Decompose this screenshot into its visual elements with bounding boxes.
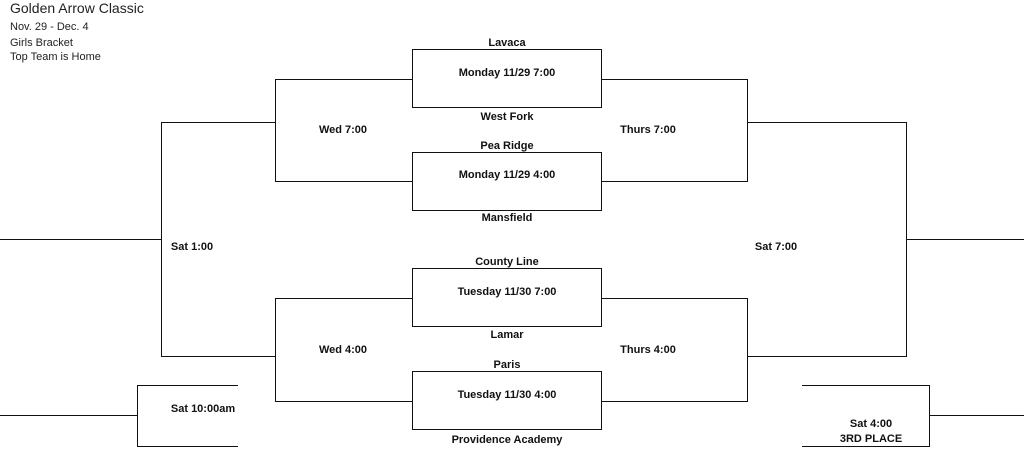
bracket-name: Girls Bracket [10,37,73,49]
connector-line [0,415,138,416]
connector-line [747,79,748,182]
page-title: Golden Arrow Classic [10,0,144,16]
game-box-1 [412,49,602,108]
game-box-4 [412,371,602,430]
game-time: Monday 11/29 4:00 [458,169,556,181]
connector-line [802,385,930,386]
round-time: Thurs 4:00 [620,344,676,356]
connector-line [275,298,276,402]
connector-line [929,385,930,447]
third-place-time: Sat 4:00 [849,418,893,430]
connector-line [137,385,238,386]
connector-line [275,79,413,80]
connector-line [137,446,238,447]
home-note: Top Team is Home [10,51,101,63]
connector-line [275,181,413,182]
connector-line [161,356,276,357]
connector-line [747,122,907,123]
connector-line [602,401,748,402]
connector-line [747,298,748,402]
round-time: Thurs 7:00 [620,124,676,136]
connector-line [275,298,413,299]
connector-line [602,181,748,182]
connector-line [275,79,276,182]
game-time: Tuesday 11/30 4:00 [457,389,557,401]
team-name: County Line [475,256,539,268]
connector-line [275,401,413,402]
round-time: Sat 7:00 [754,241,798,253]
team-name: West Fork [480,111,534,123]
connector-line [929,415,1024,416]
consolation-time: Sat 10:00am [170,403,236,415]
connector-line [802,446,930,447]
game-box-3 [412,268,602,327]
round-time: Sat 1:00 [170,241,214,253]
round-time: Wed 4:00 [318,344,368,356]
round-time: Wed 7:00 [318,124,368,136]
connector-line [602,298,748,299]
team-name: Mansfield [481,212,533,224]
connector-line [0,239,162,240]
connector-line [137,385,138,447]
game-box-2 [412,152,602,211]
game-time: Tuesday 11/30 7:00 [457,286,557,298]
team-name: Lamar [490,329,524,341]
team-name: Paris [493,359,521,371]
connector-line [161,122,276,123]
game-time: Monday 11/29 7:00 [458,67,556,79]
third-place-label: 3RD PLACE [839,433,903,445]
team-name: Providence Academy [451,434,563,446]
connector-line [906,239,1024,240]
connector-line [602,79,748,80]
team-name: Lavaca [488,37,526,49]
connector-line [747,356,907,357]
team-name: Pea Ridge [480,140,534,152]
tournament-dates: Nov. 29 - Dec. 4 [10,21,89,33]
